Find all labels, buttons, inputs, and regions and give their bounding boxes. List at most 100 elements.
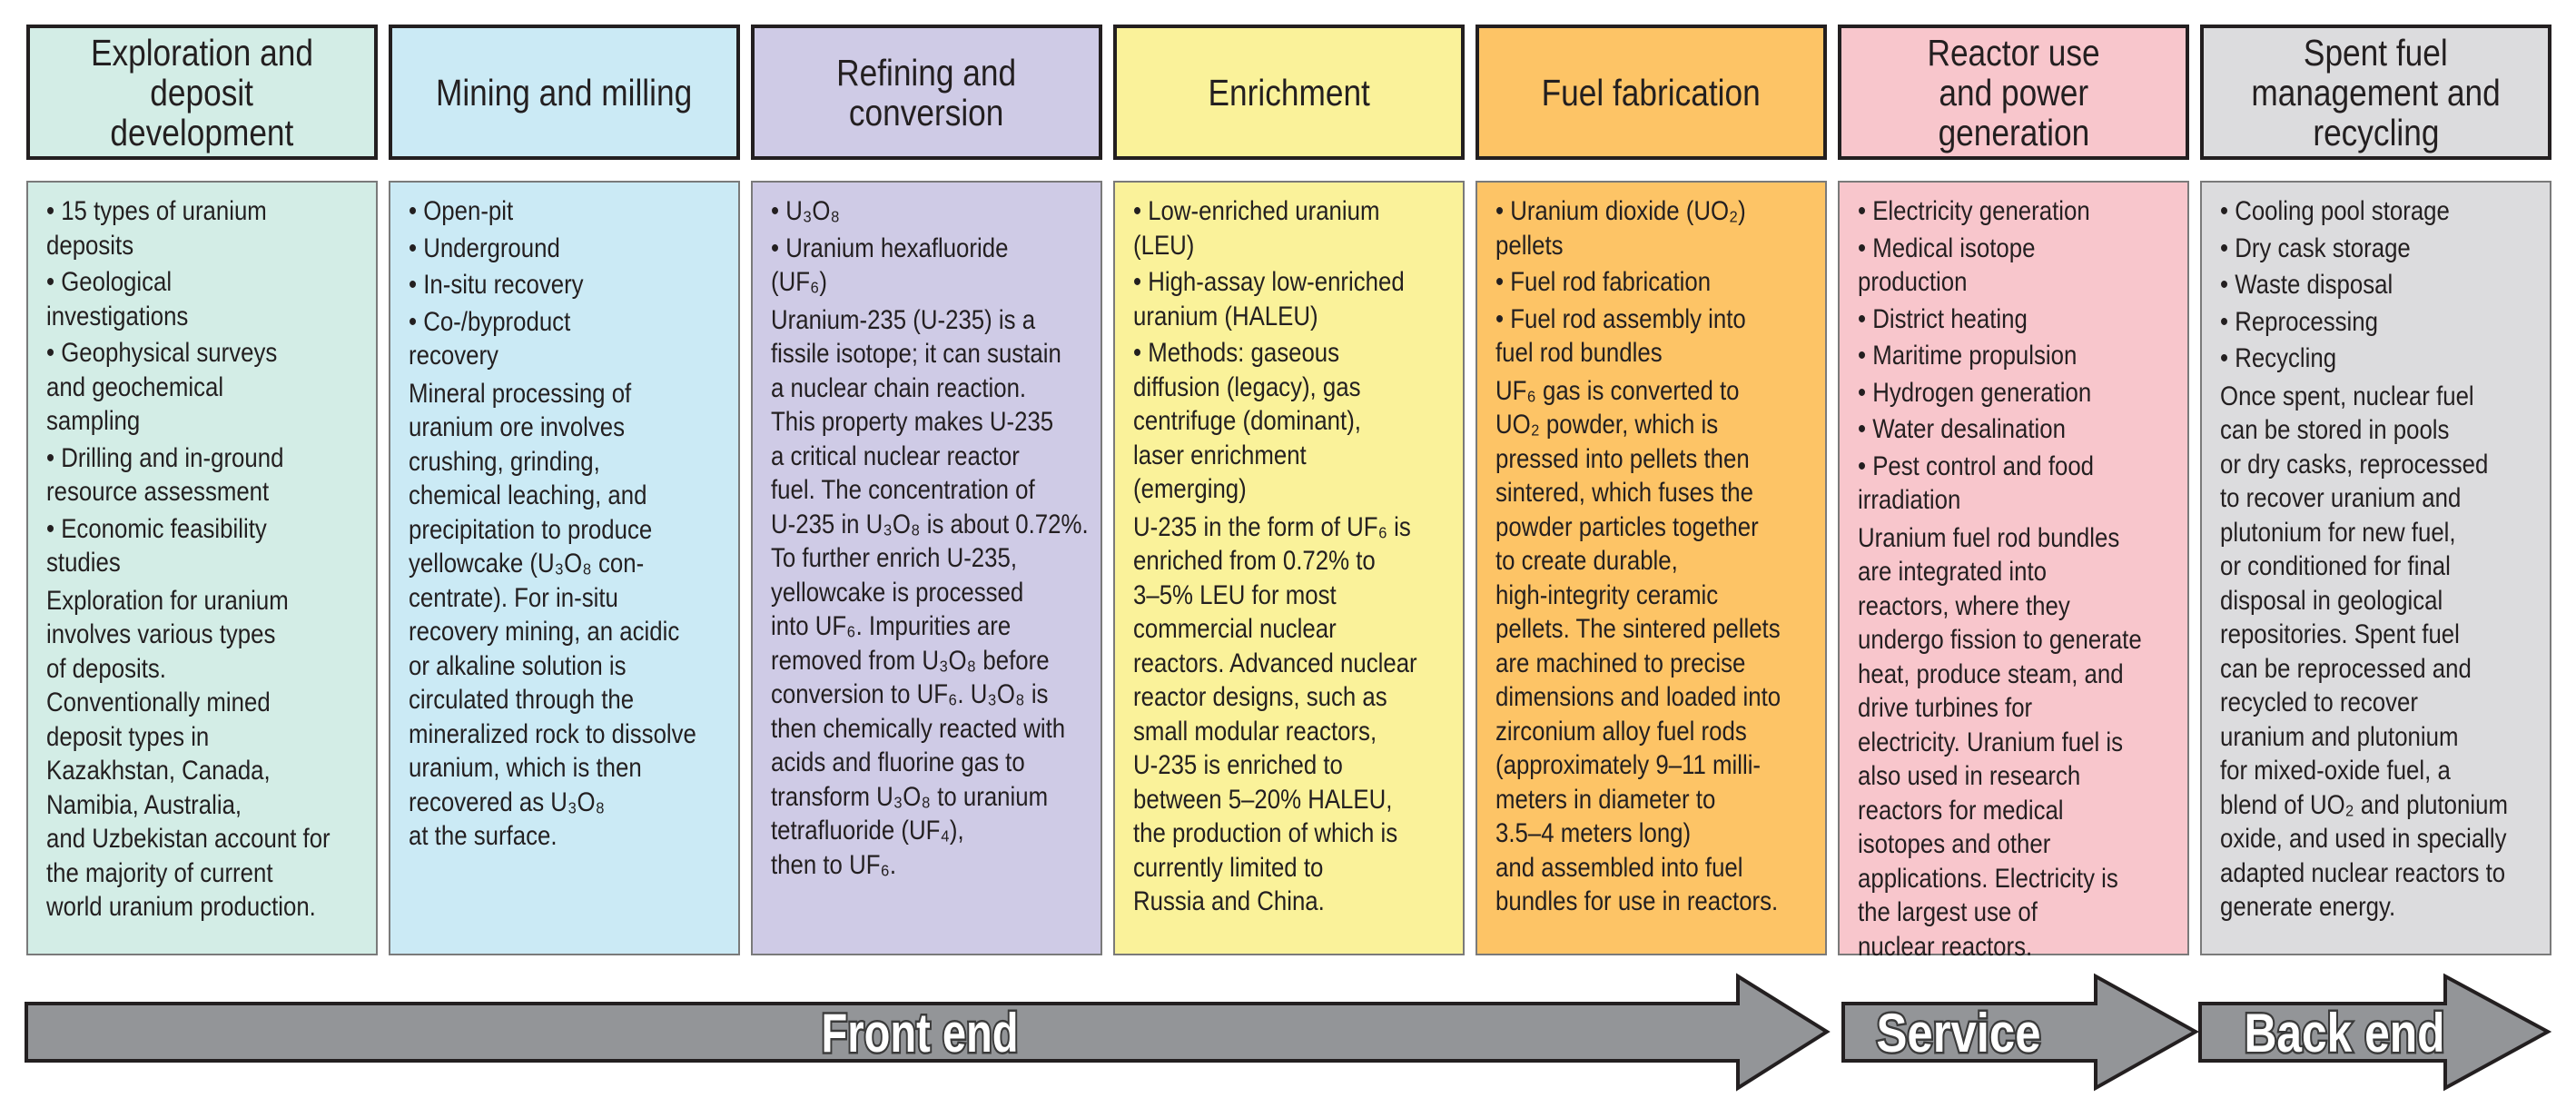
description-line: uranium and plutonium: [2220, 720, 2550, 755]
bullet-line: U₃O₈: [771, 194, 1100, 229]
bullet-line-text: laser enrichment: [1133, 440, 1307, 470]
description-line: sintered, which fuses the: [1495, 476, 1825, 510]
stage-title-line: and power: [1927, 73, 2100, 113]
description-line-text: uranium, which is then: [409, 753, 642, 783]
bullet-line: (LEU): [1133, 229, 1463, 263]
bullet-line: pellets: [1495, 229, 1825, 263]
description-line: Kazakhstan, Canada,: [46, 754, 376, 788]
bullet-line-text: Maritime propulsion: [1858, 339, 2077, 373]
description-line-text: Uranium-235 (U-235) is a: [771, 304, 1036, 335]
description-line-text: reactors, where they: [1858, 590, 2070, 621]
bullet-line-text: Co-/byproduct: [409, 305, 570, 340]
bullet-line: Pest control and food: [1858, 450, 2187, 484]
description-line: removed from U₃O₈ before: [771, 644, 1100, 678]
bullet-line-text: In-situ recovery: [409, 268, 583, 302]
description-line: into UF₆. Impurities are: [771, 609, 1100, 644]
description-line: uranium ore involves: [409, 411, 738, 445]
bullet-line-text: uranium (HALEU): [1133, 301, 1318, 331]
bullet-line: Underground: [409, 232, 738, 266]
description-line: Namibia, Australia,: [46, 788, 376, 823]
description-line-text: chemical leaching, and: [409, 480, 647, 510]
description-line: fissile isotope; it can sustain: [771, 337, 1100, 371]
description-line: applications. Electricity is: [1858, 862, 2187, 896]
bullet-line: Electricity generation: [1858, 194, 2187, 229]
description-line: UO₂ powder, which is: [1495, 408, 1825, 442]
description-line-text: for mixed-oxide fuel, a: [2220, 756, 2451, 786]
bullet-line: Medical isotope: [1858, 232, 2187, 266]
bullet-line-text: deposits: [46, 230, 134, 261]
description-line-text: powder particles together: [1495, 511, 1759, 542]
bullet-line-text: Medical isotope: [1858, 232, 2035, 266]
description-line: UF₆ gas is converted to: [1495, 374, 1825, 409]
description-line-text: fissile isotope; it can sustain: [771, 339, 1061, 369]
description-line: centrate). For in-situ: [409, 581, 738, 616]
bullet-line-text: recovery: [409, 341, 498, 371]
stage-title-line: Exploration and: [73, 33, 331, 73]
bullet-line-text: Low-enriched uranium: [1133, 194, 1379, 229]
description-line: recovery mining, an acidic: [409, 615, 738, 649]
stage-arrows: Front end Service Back end: [25, 973, 2552, 1092]
description-line: Mineral processing of: [409, 377, 738, 411]
description-line: involves various types: [46, 618, 376, 652]
description-line-text: applications. Electricity is: [1858, 863, 2118, 894]
description-line-text: acids and fluorine gas to: [771, 747, 1025, 777]
bullet-line-text: Recycling: [2220, 341, 2336, 376]
description-line-text: recovery mining, an acidic: [409, 617, 680, 647]
description-line: world uranium production.: [46, 890, 376, 925]
description-line: recovered as U₃O₈: [409, 786, 738, 820]
bullet-line: Drilling and in-ground: [46, 441, 376, 476]
description-line-text: precipitation to produce: [409, 514, 653, 545]
front-end-label: Front end: [822, 1003, 1019, 1063]
description-line: bundles for use in reactors.: [1495, 885, 1825, 919]
description-line: U-235 in U₃O₈ is about 0.72%.: [771, 508, 1100, 542]
description-line-text: reactors for medical: [1858, 795, 2064, 826]
description-line-text: can be stored in pools: [2220, 415, 2450, 445]
description-line: repositories. Spent fuel: [2220, 618, 2550, 652]
description-line: 3.5–4 meters long): [1495, 816, 1825, 851]
description-line-text: and Uzbekistan account for: [46, 824, 331, 854]
description-line-text: centrate). For in-situ: [409, 582, 618, 613]
description-line: high-integrity ceramic: [1495, 579, 1825, 613]
bullet-line: deposits: [46, 229, 376, 263]
bullet-item: Hydrogen generation: [1858, 376, 2187, 411]
bullet-line: Co-/byproduct: [409, 305, 738, 340]
description-line-text: pellets. The sintered pellets: [1495, 614, 1781, 644]
stage-title-line: generation: [1926, 113, 2102, 153]
bullet-line-text: Electricity generation: [1858, 194, 2089, 229]
stage-detail-content: Electricity generationMedical isotopepro…: [1840, 183, 2187, 964]
bullet-line-text: Underground: [409, 232, 560, 266]
description-line-text: then to UF₆.: [771, 849, 897, 880]
description-line-text: bundles for use in reactors.: [1495, 886, 1779, 916]
description-line-text: then chemically reacted with: [771, 713, 1066, 744]
stage-detail-content: Open-pitUndergroundIn-situ recoveryCo-/b…: [390, 183, 738, 854]
service-label: Service: [1877, 1003, 2041, 1063]
bullet-line: Fuel rod fabrication: [1495, 265, 1825, 300]
description-line-text: meters in diameter to: [1495, 784, 1716, 815]
description-line: isotopes and other: [1858, 827, 2187, 862]
description-line-text: fuel. The concentration of: [771, 475, 1035, 505]
description-line-text: generate energy.: [2220, 892, 2396, 922]
bullet-line-text: Methods: gaseous: [1133, 336, 1339, 371]
stage-title-text: Enrichment: [1208, 71, 1370, 114]
description-line-text: blend of UO₂ and plutonium: [2220, 789, 2508, 820]
bullet-line: Low-enriched uranium: [1133, 194, 1463, 229]
bullet-line: Uranium dioxide (UO₂): [1495, 194, 1825, 229]
service-arrow: Service: [1841, 973, 2200, 1092]
description-line-text: are integrated into: [1858, 557, 2047, 587]
description-line-text: Russia and China.: [1133, 886, 1325, 916]
description-line: yellowcake is processed: [771, 576, 1100, 610]
description-line-text: UF₆ gas is converted to: [1495, 375, 1740, 406]
description-line-text: to create durable,: [1495, 546, 1678, 576]
bullet-line: centrifuge (dominant),: [1133, 404, 1463, 439]
description-line-text: uranium and plutonium: [2220, 721, 2459, 752]
stage-title-text: Mining and milling: [436, 71, 693, 114]
description-line-text: reactor designs, such as: [1133, 682, 1387, 712]
stage-title-text: management and: [2251, 71, 2501, 114]
description-line: U-235 is enriched to: [1133, 748, 1463, 783]
description-line-text: tetrafluoride (UF₄),: [771, 816, 964, 846]
description-line: the production of which is: [1133, 816, 1463, 851]
bullet-line: 15 types of uranium: [46, 194, 376, 229]
